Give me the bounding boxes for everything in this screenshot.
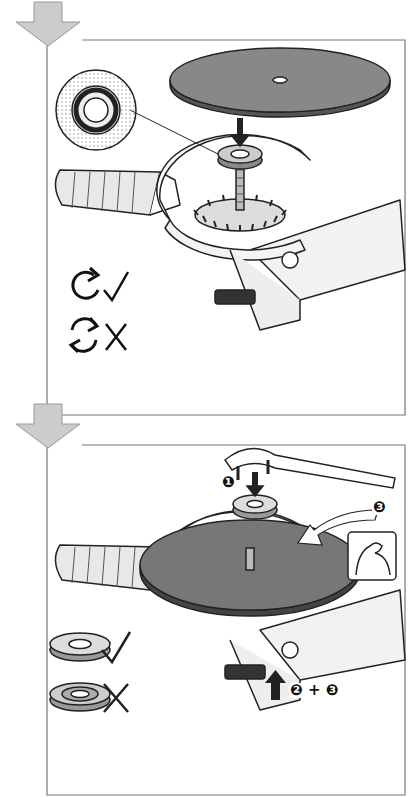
angle-grinder: [55, 511, 405, 710]
flange-detail-inset: [56, 70, 218, 154]
panel-frame: [47, 40, 405, 795]
clamping-nut: [233, 472, 277, 519]
step-arrow: [16, 2, 80, 448]
callout-number: ❷ + ❸: [289, 683, 339, 698]
grinding-disc: [140, 520, 360, 616]
force-icon: [348, 532, 396, 580]
callout-number: ❶: [221, 475, 236, 490]
rotation-symbols: [71, 268, 128, 352]
pin-spanner: [225, 449, 395, 488]
callout-number: ❸: [372, 500, 387, 515]
lock-arrow: [265, 670, 286, 700]
grinding-disc: [170, 48, 390, 117]
angle-grinder: [55, 135, 405, 330]
nut-orientation-icons: [50, 632, 130, 712]
flange: [218, 118, 262, 169]
